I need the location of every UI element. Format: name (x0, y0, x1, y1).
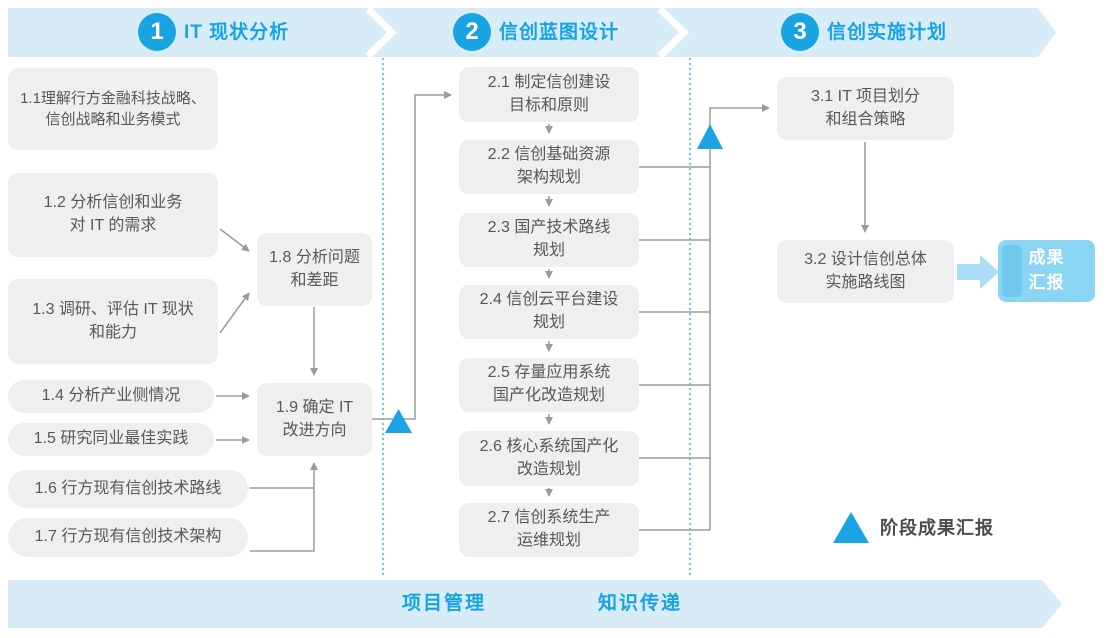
step-2-4-line2: 规划 (532, 314, 565, 331)
step-2-1-line1: 2.1 制定信创建设 (487, 73, 611, 91)
step-1-3-line1: 1.3 调研、评估 IT 现状 (32, 300, 194, 318)
legend-milestone-label: 阶段成果汇报 (880, 518, 994, 538)
step-1-8-line2: 和差距 (290, 271, 339, 289)
connector-1-7-to-1-9 (250, 462, 318, 552)
milestone-triangle-phase2 (697, 124, 723, 149)
phase-separator-chevron-1 (365, 6, 398, 59)
bottom-band-knowledge-transfer: 知识传递 (598, 593, 683, 614)
step-1-9-line2: 改进方向 (282, 421, 347, 439)
step-2-7-box: 2.7 信创系统生产 运维规划 (459, 503, 639, 557)
step-2-2-box: 2.2 信创基础资源 架构规划 (459, 140, 639, 194)
phase-2-title: 信创蓝图设计 (499, 22, 620, 43)
phase-2-number: 2 (465, 18, 479, 45)
step-2-6-box: 2.6 核心系统国产化 改造规划 (459, 431, 639, 486)
bottom-band-project-management: 项目管理 (402, 593, 487, 614)
step-2-6-line2: 改造规划 (516, 460, 581, 478)
collector-to-3-1 (639, 104, 770, 531)
step-1-1-line1: 1.1理解行方金融科技战略、 (20, 89, 206, 107)
step-1-4-line1: 1.4 分析产业侧情况 (41, 387, 181, 405)
step-1-7-line1: 1.7 行方现有信创技术架构 (34, 528, 222, 546)
step-2-5-line2: 国产化改造规划 (492, 387, 605, 404)
step-2-6-line1: 2.6 核心系统国产化 (479, 437, 619, 455)
connector-1-9-to-2-1 (372, 91, 452, 420)
phase-divider-dotted-lines (382, 58, 691, 578)
step-2-1-line2: 目标和原则 (508, 96, 589, 114)
step-3-1-line2: 和组合策略 (825, 110, 906, 128)
step-2-4-line1: 2.4 信创云平台建设 (479, 291, 619, 309)
phase-3-number: 3 (793, 18, 807, 45)
connector-1-3-to-1-8 (219, 292, 250, 334)
result-report-box-strip (1002, 245, 1022, 297)
step-2-2-line2: 架构规划 (516, 169, 581, 186)
step-2-3-box: 2.3 国产技术路线 规划 (459, 213, 639, 267)
step-1-5-line1: 1.5 研究同业最佳实践 (33, 430, 189, 448)
step-1-2-line2: 对 IT 的需求 (69, 217, 157, 234)
step-1-3-box: 1.3 调研、评估 IT 现状 和能力 (8, 279, 218, 364)
step-1-7-box: 1.7 行方现有信创技术架构 (8, 518, 248, 557)
phase-3-number-badge: 3 (781, 13, 819, 51)
phase-3-title: 信创实施计划 (827, 22, 948, 43)
step-2-5-line1: 2.5 存量应用系统 (487, 364, 611, 382)
step-1-9-line1: 1.9 确定 IT (275, 398, 354, 416)
phase-separator-chevron-2 (657, 6, 690, 59)
milestone-triangle-phase1 (385, 409, 412, 433)
step-2-5-box: 2.5 存量应用系统 国产化改造规划 (459, 358, 639, 412)
phase-1-number-badge: 1 (138, 13, 176, 51)
step-3-1-box: 3.1 IT 项目划分 和组合策略 (777, 77, 954, 140)
step-1-2-box: 1.2 分析信创和业务 对 IT 的需求 (8, 173, 218, 257)
result-arrow (957, 255, 999, 289)
step-2-7-line1: 2.7 信创系统生产 (487, 509, 611, 527)
phase-2-number-badge: 2 (453, 13, 491, 51)
step-1-9-box: 1.9 确定 IT 改进方向 (257, 383, 372, 456)
phase-1-title: IT 现状分析 (184, 22, 290, 43)
step-1-1-line2: 信创战略和业务模式 (45, 111, 181, 128)
step-1-6-line1: 1.6 行方现有信创技术路线 (34, 479, 222, 497)
step-2-7-line2: 运维规划 (516, 532, 581, 549)
step-1-4-box: 1.4 分析产业侧情况 (8, 380, 214, 413)
step-1-6-box: 1.6 行方现有信创技术路线 (8, 470, 248, 508)
step-1-5-box: 1.5 研究同业最佳实践 (8, 423, 214, 456)
step-1-8-line1: 1.8 分析问题 (269, 248, 360, 266)
step-2-1-box: 2.1 制定信创建设 目标和原则 (459, 67, 639, 122)
step-2-2-line1: 2.2 信创基础资源 (487, 146, 611, 164)
step-1-8-box: 1.8 分析问题 和差距 (257, 233, 372, 306)
step-2-3-line1: 2.3 国产技术路线 (487, 219, 611, 237)
bottom-stream-band (8, 580, 1062, 628)
step-1-3-line2: 和能力 (88, 323, 137, 341)
phase-1-number: 1 (150, 18, 164, 45)
step-3-2-box: 3.2 设计信创总体 实施路线图 (777, 240, 954, 303)
step-1-2-line1: 1.2 分析信创和业务 (43, 194, 183, 212)
step-3-2-line1: 3.2 设计信创总体 (804, 250, 927, 268)
result-report-box: 成果 汇报 (998, 240, 1095, 302)
step-1-1-box: 1.1理解行方金融科技战略、 信创战略和业务模式 (8, 68, 218, 150)
connector-1-2-to-1-8 (219, 228, 250, 252)
milestone-triangle-legend-icon (833, 512, 869, 543)
result-report-line2: 汇报 (1028, 273, 1065, 292)
step-2-3-line2: 规划 (532, 242, 565, 259)
step-2-4-box: 2.4 信创云平台建设 规划 (459, 285, 639, 339)
result-report-line1: 成果 (1028, 248, 1065, 268)
step-3-2-line2: 实施路线图 (825, 273, 906, 291)
step-3-1-line1: 3.1 IT 项目划分 (810, 87, 921, 105)
